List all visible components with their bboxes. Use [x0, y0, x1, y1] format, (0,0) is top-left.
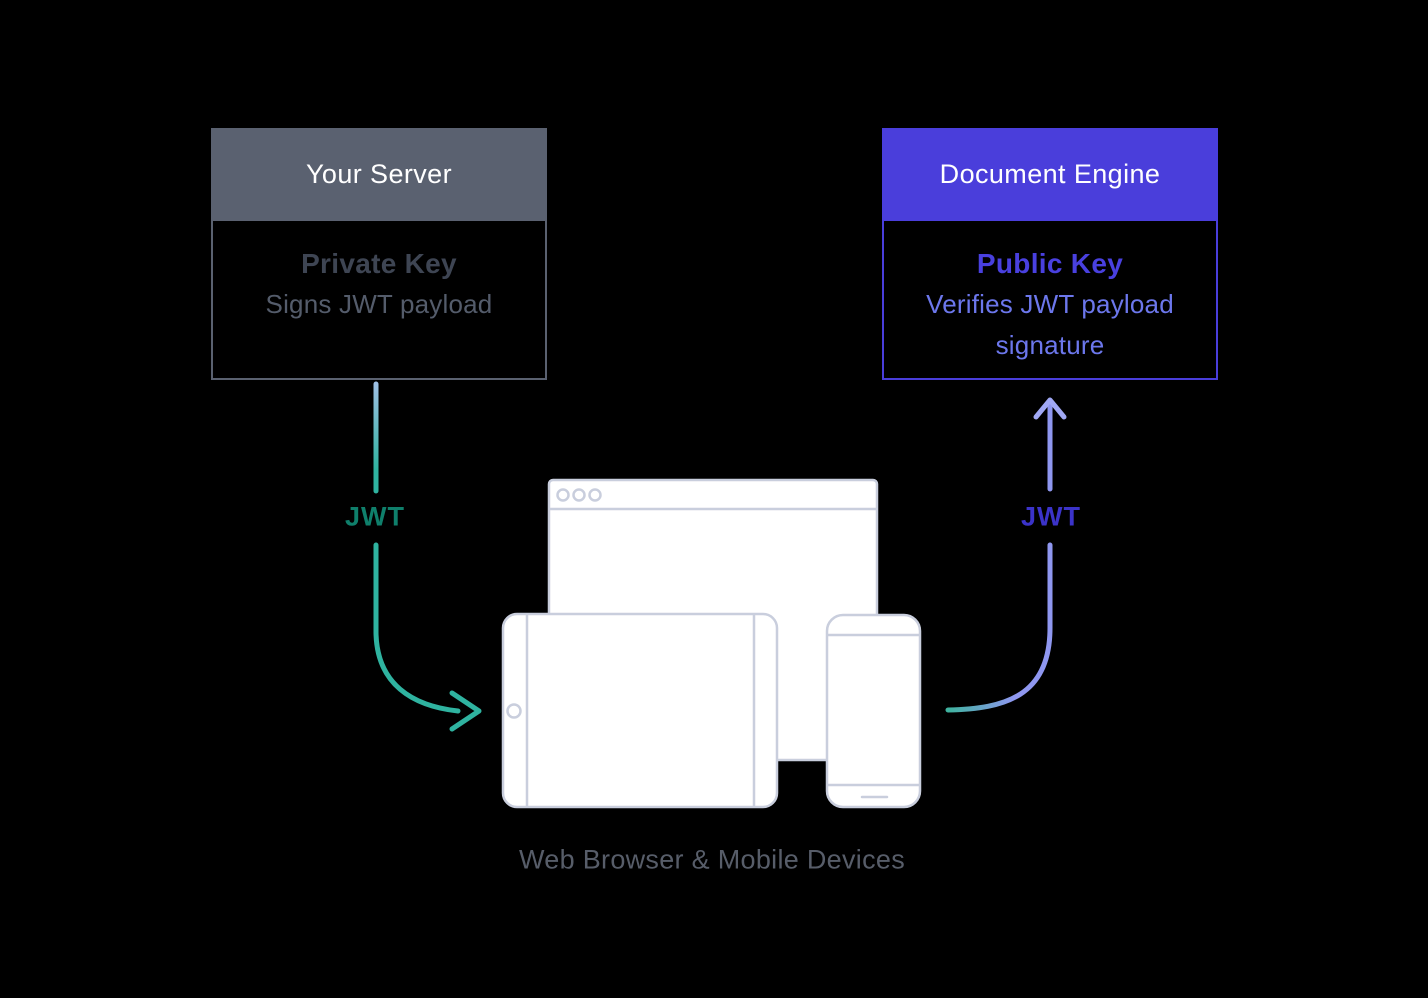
devices-illustration — [501, 478, 922, 809]
green-arrowhead-icon — [449, 690, 482, 732]
public-key-description: Verifies JWT payload signature — [926, 289, 1174, 360]
document-engine-title: Document Engine — [939, 159, 1161, 189]
tablet-frame — [501, 612, 779, 809]
devices-caption: Web Browser & Mobile Devices — [518, 844, 906, 875]
devices-to-engine-arrow — [945, 397, 1067, 713]
jwt-label-left: JWT — [345, 501, 405, 532]
phone-icon — [825, 613, 922, 809]
jwt-label-right: JWT — [1021, 501, 1081, 532]
browser-button-dot — [588, 488, 602, 502]
tablet-home-button — [506, 703, 522, 719]
browser-button-dot — [572, 488, 586, 502]
your-server-box: Your Server Private Key Signs JWT payloa… — [211, 128, 547, 380]
purple-arrow-curve-segment — [945, 542, 1053, 713]
browser-button-dot — [556, 488, 570, 502]
your-server-body: Private Key Signs JWT payload — [213, 221, 545, 325]
document-engine-body: Public Key Verifies JWT payload signatur… — [884, 221, 1216, 366]
your-server-title: Your Server — [306, 159, 452, 189]
green-arrow-curve-segment — [373, 542, 461, 714]
document-engine-box: Document Engine Public Key Verifies JWT … — [882, 128, 1218, 380]
phone-frame — [825, 613, 922, 809]
tablet-icon — [501, 612, 779, 809]
private-key-label: Private Key — [301, 248, 457, 279]
document-engine-header: Document Engine — [882, 128, 1218, 221]
purple-arrowhead-icon — [1033, 397, 1067, 420]
public-key-label: Public Key — [976, 248, 1124, 279]
private-key-description: Signs JWT payload — [265, 289, 493, 319]
server-to-devices-arrow — [373, 381, 482, 732]
your-server-header: Your Server — [211, 128, 547, 221]
